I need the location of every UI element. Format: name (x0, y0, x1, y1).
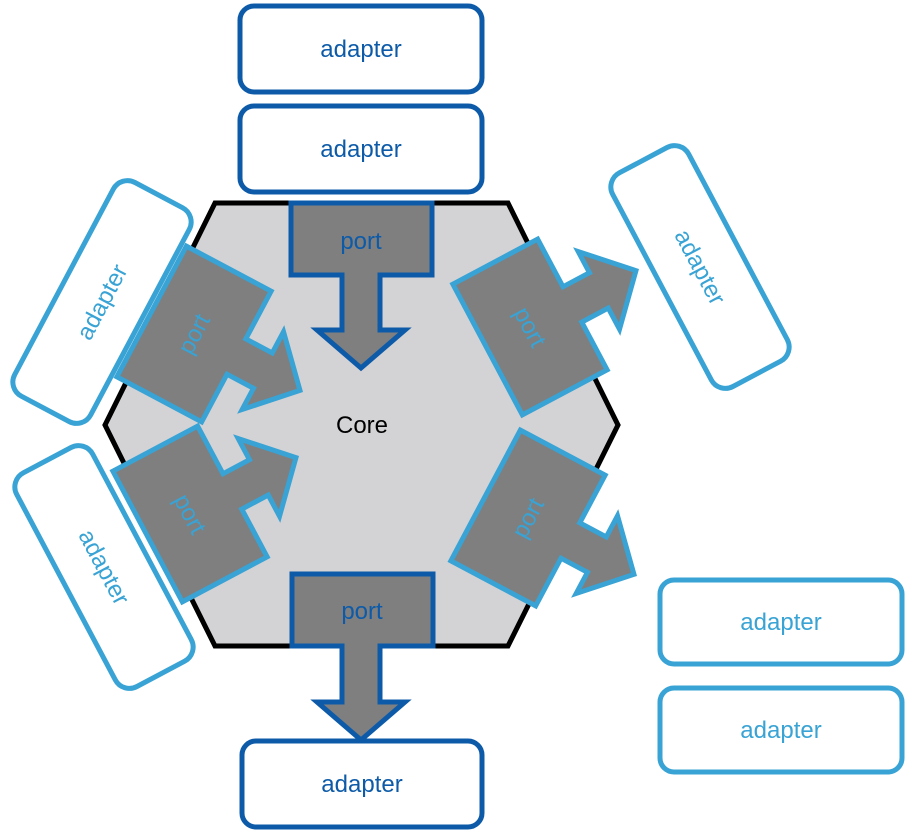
adapter-right-upper: adapter (608, 143, 792, 391)
adapter-label: adapter (740, 609, 821, 636)
adapter-left-lower: adapter (12, 443, 196, 691)
adapter-label: adapter (320, 36, 401, 63)
port-label: port (340, 228, 382, 255)
adapter-top-2: adapter (237, 103, 485, 195)
adapter-right-lower-1: adapter (657, 577, 905, 667)
adapter-left-upper: adapter (10, 178, 194, 426)
port-lower-right: port (447, 426, 638, 610)
adapter-bottom: adapter (239, 738, 485, 830)
adapter-label: adapter (320, 136, 401, 163)
port-top: port (288, 200, 435, 372)
port-upper-left: port (113, 242, 304, 426)
adapter-label: adapter (321, 771, 402, 798)
port-lower-left: port (109, 422, 300, 606)
port-upper-right: port (449, 235, 640, 419)
port-bottom: port (289, 571, 436, 744)
adapter-top-1: adapter (237, 3, 485, 95)
port-label: port (341, 598, 383, 625)
core-label: Core (336, 412, 388, 439)
adapter-label: adapter (740, 717, 821, 744)
adapter-right-lower-2: adapter (657, 685, 905, 775)
